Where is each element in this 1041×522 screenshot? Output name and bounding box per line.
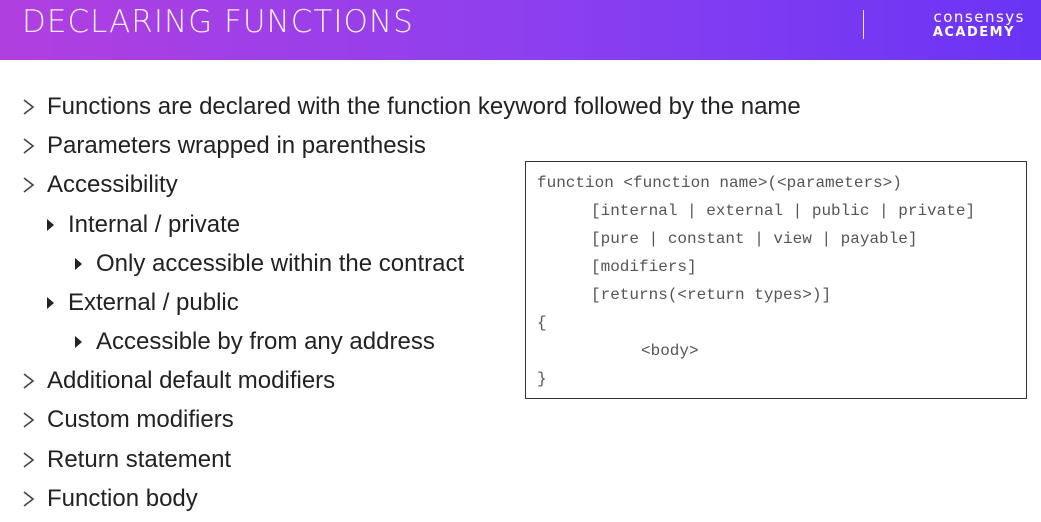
chevron-right-icon [23, 452, 35, 468]
bullet-text: Internal / private [68, 211, 241, 238]
bullet-item: Return statement [22, 446, 231, 474]
function-syntax-code-box: function <function name>(<parameters>) [… [525, 161, 1027, 399]
bullet-item: Functions are declared with the function… [22, 93, 801, 121]
bullet-text: Functions are declared with the function… [47, 93, 801, 120]
triangle-right-icon [47, 297, 54, 309]
title-bar: DECLARING FUNCTIONS consensys ACADEMY [0, 0, 1041, 60]
bullet-text: Parameters wrapped in parenthesis [47, 132, 426, 159]
bullet-item: Function body [22, 485, 198, 513]
code-line: [returns(<return types>)] [591, 286, 832, 304]
code-line: { [537, 314, 547, 332]
bullet-text: External / public [68, 289, 239, 316]
bullet-item: Parameters wrapped in parenthesis [22, 132, 426, 160]
bullet-text: Accessible by from any address [96, 328, 435, 355]
sub-sub-bullet-item: Accessible by from any address [75, 328, 435, 356]
bullet-text: Additional default modifiers [47, 367, 336, 394]
bullet-text: Only accessible within the contract [96, 250, 465, 277]
bullet-text: Accessibility [47, 171, 178, 198]
code-line: [pure | constant | view | payable] [591, 230, 918, 248]
bullet-text: Return statement [47, 446, 232, 473]
code-line: <body> [641, 342, 699, 360]
header-divider [863, 10, 864, 39]
bullet-text: Custom modifiers [47, 406, 234, 433]
bullet-item: Custom modifiers [22, 406, 234, 434]
chevron-right-icon [23, 99, 35, 115]
sub-sub-bullet-item: Only accessible within the contract [75, 250, 464, 278]
bullet-item: Accessibility [22, 171, 178, 199]
chevron-right-icon [23, 491, 35, 507]
chevron-right-icon [23, 177, 35, 193]
slide-title: DECLARING FUNCTIONS [22, 4, 414, 40]
triangle-right-icon [75, 336, 82, 348]
chevron-right-icon [23, 373, 35, 389]
triangle-right-icon [75, 258, 82, 270]
bullet-item: Additional default modifiers [22, 367, 335, 395]
triangle-right-icon [47, 219, 54, 231]
logo-academy-text: ACADEMY [932, 25, 1015, 40]
code-line: [modifiers] [591, 258, 697, 276]
sub-bullet-item: Internal / private [47, 211, 240, 239]
code-line: function <function name>(<parameters>) [537, 174, 902, 192]
bullet-text: Function body [47, 485, 198, 512]
chevron-right-icon [23, 412, 35, 428]
chevron-right-icon [23, 138, 35, 154]
sub-bullet-item: External / public [47, 289, 239, 317]
code-line: [internal | external | public | private] [591, 202, 976, 220]
consensys-academy-logo: consensys ACADEMY [890, 9, 1025, 41]
code-line: } [537, 370, 547, 388]
logo-brand-text: consensys [933, 8, 1025, 26]
